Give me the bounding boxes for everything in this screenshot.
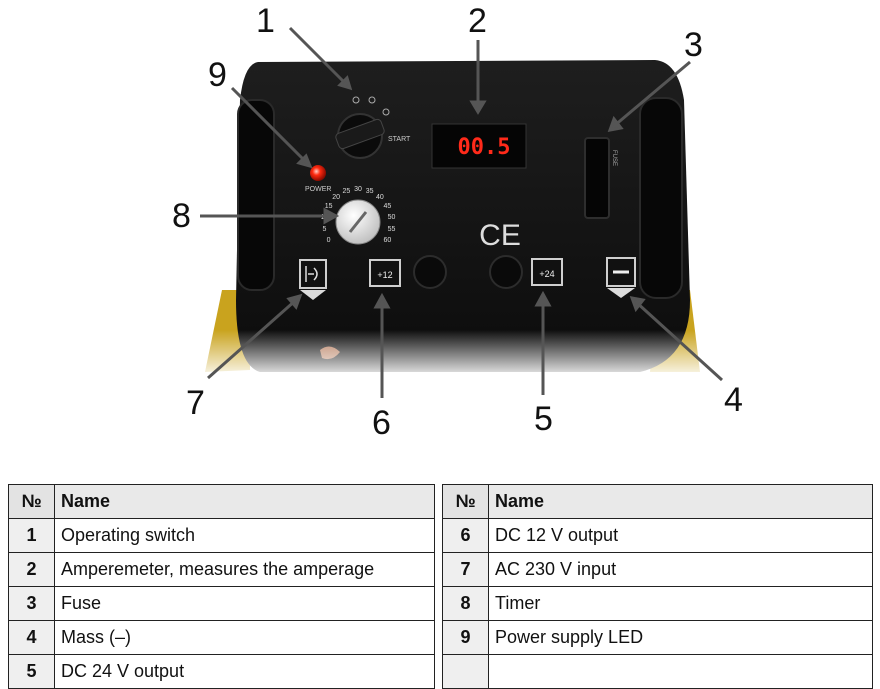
mass-terminal bbox=[606, 257, 636, 298]
header-name-right: Name bbox=[488, 484, 873, 519]
timer-scale-label: 0 bbox=[327, 237, 331, 244]
callout-7: 7 bbox=[186, 384, 205, 422]
callout-5: 5 bbox=[534, 400, 553, 438]
timer-scale-label: 50 bbox=[388, 214, 396, 221]
header-no-left: № bbox=[8, 484, 55, 519]
table-row: 2 Amperemeter, measures the amperage 7 A… bbox=[8, 552, 873, 587]
timer-scale-label: 45 bbox=[384, 203, 392, 210]
timer-scale-label: 60 bbox=[384, 237, 392, 244]
timer-scale-label: 55 bbox=[388, 226, 396, 233]
amperemeter-display: 00.5 bbox=[431, 123, 527, 169]
left-handle bbox=[237, 99, 275, 291]
callout-8: 8 bbox=[172, 197, 191, 235]
row-name: Amperemeter, measures the amperage bbox=[54, 552, 435, 587]
callout-4: 4 bbox=[724, 381, 743, 419]
dc-12v-output: +12 bbox=[369, 255, 447, 289]
row-no: 3 bbox=[8, 586, 55, 621]
callout-6: 6 bbox=[372, 404, 391, 442]
row-name: Timer bbox=[488, 586, 873, 621]
right-handle bbox=[639, 97, 683, 299]
callout-1: 1 bbox=[256, 2, 275, 40]
start-label: START bbox=[388, 136, 411, 143]
row-no: 7 bbox=[442, 552, 489, 587]
row-no: 1 bbox=[8, 518, 55, 553]
callout-9: 9 bbox=[208, 56, 227, 94]
timer-scale-label: 35 bbox=[366, 188, 374, 195]
power-led: POWER bbox=[305, 165, 331, 193]
device-photo: START 00.5 FUSE POWER 051015202530354045… bbox=[200, 26, 724, 398]
table-row: 5 DC 24 V output bbox=[8, 654, 873, 689]
row-name: DC 12 V output bbox=[488, 518, 873, 553]
timer-scale-label: 15 bbox=[325, 203, 333, 210]
callout-3: 3 bbox=[684, 26, 703, 64]
fuse: FUSE bbox=[584, 137, 617, 219]
callout-2: 2 bbox=[468, 2, 487, 40]
row-name bbox=[488, 654, 873, 689]
table-row: 3 Fuse 8 Timer bbox=[8, 586, 873, 621]
header-name-left: Name bbox=[54, 484, 435, 519]
fuse-label: FUSE bbox=[611, 150, 617, 166]
plus12-label: +12 bbox=[377, 270, 392, 280]
row-name: Fuse bbox=[54, 586, 435, 621]
table-row: 4 Mass (–) 9 Power supply LED bbox=[8, 620, 873, 655]
timer-scale-label: 25 bbox=[343, 188, 351, 195]
row-name: AC 230 V input bbox=[488, 552, 873, 587]
plus24-label: +24 bbox=[539, 269, 554, 279]
dc-24v-output: +24 bbox=[489, 255, 563, 289]
power-label: POWER bbox=[305, 186, 331, 193]
operating-switch: START bbox=[335, 96, 411, 159]
header-no-right: № bbox=[442, 484, 489, 519]
row-no: 2 bbox=[8, 552, 55, 587]
timer-scale-label: 40 bbox=[376, 194, 384, 201]
ce-mark: CE bbox=[479, 219, 521, 252]
row-name: Power supply LED bbox=[488, 620, 873, 655]
row-no: 9 bbox=[442, 620, 489, 655]
device-figure: START 00.5 FUSE POWER 051015202530354045… bbox=[172, 2, 743, 442]
legend-table: № Name № Name 1 Operating switch 6 DC 12… bbox=[8, 484, 873, 689]
leader-lines bbox=[200, 26, 724, 398]
ac-230v-input bbox=[299, 259, 327, 300]
table-header-row: № Name № Name bbox=[8, 484, 873, 519]
row-no bbox=[442, 654, 489, 689]
row-name: Mass (–) bbox=[54, 620, 435, 655]
row-no: 5 bbox=[8, 654, 55, 689]
timer-scale-label: 30 bbox=[354, 186, 362, 193]
row-no: 4 bbox=[8, 620, 55, 655]
row-no: 8 bbox=[442, 586, 489, 621]
row-name: DC 24 V output bbox=[54, 654, 435, 689]
timer-scale-label: 5 bbox=[323, 226, 327, 233]
display-digits: 00.5 bbox=[458, 135, 511, 160]
timer-scale-label: 20 bbox=[332, 194, 340, 201]
row-name: Operating switch bbox=[54, 518, 435, 553]
row-no: 6 bbox=[442, 518, 489, 553]
table-row: 1 Operating switch 6 DC 12 V output bbox=[8, 518, 873, 553]
